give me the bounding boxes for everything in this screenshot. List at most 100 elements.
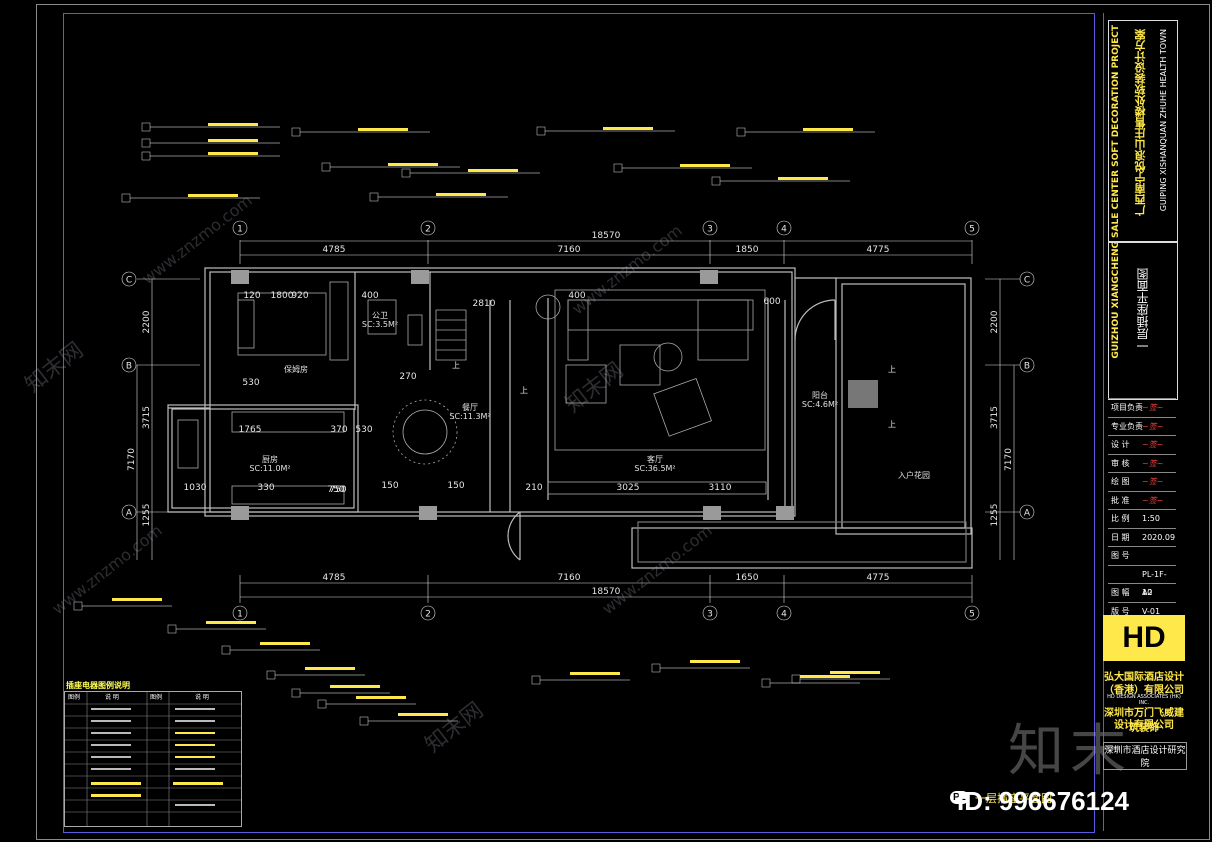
socket-tag-bar	[208, 123, 258, 126]
socket-tag-bar	[330, 685, 380, 688]
dimension-total: 18570	[592, 587, 621, 597]
title-block-value: V-01	[1142, 606, 1161, 616]
grid-col-label: 2	[425, 225, 431, 235]
grid-bubble	[121, 271, 137, 287]
title-block-key: 项目负责	[1111, 403, 1143, 412]
grid-bubble	[776, 605, 792, 621]
room-name: 厨房	[262, 454, 278, 464]
inner-dimension: 750	[329, 485, 346, 495]
socket-tag-bar	[800, 675, 850, 678]
stair-up-label: 上	[452, 361, 460, 370]
grid-bubble	[420, 220, 436, 236]
title-block-row: 项目负责~签~	[1108, 398, 1176, 417]
legend-grid	[65, 692, 241, 826]
grid-row-label: C	[1024, 276, 1030, 286]
dimension-text: 7160	[558, 573, 581, 583]
grid-bubble	[232, 605, 248, 621]
title-block-row: 审 核 ~签~	[1108, 453, 1176, 473]
dimension-text: 4785	[323, 573, 346, 583]
socket-tag-box	[736, 127, 746, 137]
inner-dimension: 330	[257, 483, 274, 493]
legend-col-1: 图例	[68, 694, 81, 701]
grid-col-label: 5	[969, 225, 975, 235]
dimension-total: 7170	[1004, 448, 1014, 471]
grid-col-label: 1	[237, 225, 243, 235]
socket-tag-box	[141, 122, 151, 132]
socket-tag-box	[221, 645, 231, 655]
signature: ~签~	[1142, 421, 1164, 431]
room-name: 餐厅	[462, 403, 478, 412]
legend-col-2: 说 明	[105, 694, 119, 701]
grid-row-label: B	[126, 362, 132, 372]
legend-table: 图例 说 明 图例 说 明	[64, 691, 242, 827]
company-name-3: HD DESIGN ASSOCIATES (HK) INC.	[1107, 694, 1181, 706]
socket-tag-box	[317, 699, 327, 709]
socket-tag-box	[121, 193, 131, 203]
socket-tag-bar	[112, 598, 162, 601]
room-area: SC:11.0M²	[249, 464, 290, 473]
socket-tag-bar	[206, 621, 256, 624]
socket-tag-box	[761, 678, 771, 688]
socket-tag-box	[791, 674, 801, 684]
dimension-text: 4785	[323, 245, 346, 255]
title-block-key: 审 核	[1111, 458, 1130, 468]
dimension-text: 2200	[142, 310, 152, 333]
signature: ~签~	[1142, 477, 1164, 486]
leader-lines	[73, 122, 890, 726]
grid-col-label: 1	[237, 610, 243, 620]
room-area: SC:4.6M²	[802, 400, 838, 409]
socket-tag-bar	[388, 163, 438, 166]
room-area: SC:36.5M²	[634, 464, 675, 473]
grid-row-label: A	[1024, 509, 1031, 519]
inner-dimension: 530	[355, 425, 372, 435]
title-block-key: 绘 图	[1111, 477, 1130, 486]
dimension-text: 3715	[990, 406, 1000, 429]
title-block-value: A2	[1142, 588, 1153, 597]
stair-up-label: 上	[888, 365, 896, 374]
socket-tag-bar	[603, 127, 653, 130]
room-labels: 保姆房公卫SC:3.5M²餐厅SC:11.3M²厨房SC:11.0M²客厅SC:…	[249, 311, 930, 480]
room-name: 客厅	[647, 454, 663, 464]
socket-tag-box	[141, 151, 151, 161]
room-area: SC:11.3M²	[449, 412, 490, 421]
inner-dimension: 370	[330, 425, 347, 435]
drawing-name: 一层插座平面图	[1136, 268, 1150, 352]
socket-tag-bar	[188, 194, 238, 197]
title-block-row: 图 号	[1108, 546, 1176, 565]
dimension-text: 1255	[142, 504, 152, 527]
inner-dimension: 920	[291, 291, 308, 301]
dimension-text: 7160	[558, 245, 581, 255]
title-block-key: 图 号	[1111, 551, 1130, 560]
grid-col-label: 3	[707, 225, 713, 235]
signature: ~签~	[1142, 403, 1164, 412]
socket-tag-bar	[570, 672, 620, 675]
socket-tag-box	[141, 138, 151, 148]
title-block	[1103, 13, 1189, 831]
signature: ~签~	[1142, 495, 1164, 505]
grid-col-label: 3	[707, 610, 713, 620]
title-block-value: 2020.09	[1142, 532, 1176, 542]
title-block-row: 版 号 V-01	[1108, 601, 1176, 621]
title-block-key: 日 期	[1111, 532, 1130, 542]
company-name-2: （香港）有限公司	[1104, 685, 1184, 696]
inner-dimension: 150	[381, 481, 398, 491]
title-block-row: 绘 图 ~签~	[1108, 472, 1176, 491]
dimension-text: 4775	[867, 245, 890, 255]
inner-dimension: 270	[399, 372, 416, 382]
grid-lines	[121, 220, 1035, 621]
dimension-total: 18570	[592, 231, 621, 241]
columns	[231, 270, 794, 520]
socket-tag-bar	[680, 164, 730, 167]
signature: ~签~	[1142, 458, 1164, 468]
grid-col-label: 4	[781, 225, 787, 235]
title-block-key: 版 号	[1111, 606, 1130, 616]
inner-dimension: 3025	[617, 483, 640, 493]
title-block-row: 设 计~签~	[1108, 435, 1176, 454]
stair-up-label: 上	[888, 420, 896, 429]
socket-tag-box	[359, 716, 369, 726]
inner-dimension: 400	[568, 291, 585, 301]
brand-watermark: 知末	[1008, 719, 1132, 784]
